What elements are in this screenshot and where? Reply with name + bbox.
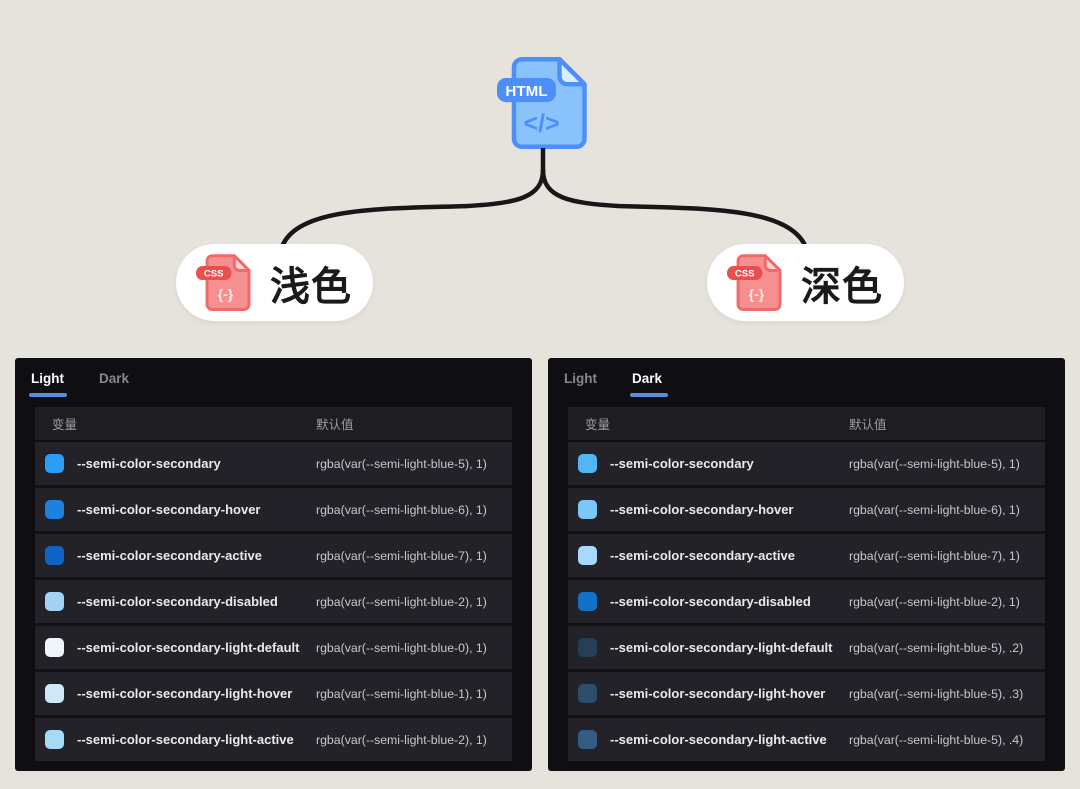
default-value: rgba(var(--semi-light-blue-5), .2) [849, 640, 1024, 655]
variable-name: --semi-color-secondary-disabled [610, 594, 811, 609]
color-swatch [578, 500, 597, 519]
tab-bar: Light Dark [15, 358, 532, 405]
table-row: --semi-color-secondary-hover rgba(var(--s… [568, 488, 1045, 531]
variable-name: --semi-color-secondary [610, 456, 754, 471]
html-file-icon: HTML </> [497, 57, 587, 149]
code-glyph: </> [524, 110, 560, 138]
color-swatch [578, 730, 597, 749]
tab-light[interactable]: Light [562, 371, 600, 405]
color-swatch [578, 684, 597, 703]
variable-name: --semi-color-secondary-light-default [610, 640, 833, 655]
table-header: 变量 默认值 [35, 407, 512, 440]
variable-name: --semi-color-secondary [77, 456, 221, 471]
column-header-variable: 变量 [585, 418, 611, 432]
tab-label: Dark [99, 371, 130, 386]
table-row: --semi-color-secondary rgba(var(--semi-li… [568, 442, 1045, 485]
variable-name: --semi-color-secondary-light-active [610, 732, 827, 747]
column-header-variable: 变量 [52, 418, 78, 432]
color-swatch [45, 546, 64, 565]
svg-text:{-}: {-} [749, 286, 765, 302]
light-badge-label: 浅色 [270, 264, 352, 309]
table-row: --semi-color-secondary-light-hover rgba(v… [35, 672, 512, 715]
color-swatch [45, 500, 64, 519]
default-value: rgba(var(--semi-light-blue-7), 1) [316, 548, 487, 563]
default-value: rgba(var(--semi-light-blue-1), 1) [316, 686, 487, 701]
active-tab-underline [630, 393, 668, 397]
default-value: rgba(var(--semi-light-blue-5), .3) [849, 686, 1024, 701]
variable-name: --semi-color-secondary-light-default [77, 640, 300, 655]
table-row: --semi-color-secondary-hover rgba(var(--s… [35, 488, 512, 531]
color-swatch [45, 592, 64, 611]
dark-theme-panel: Light Dark 变量 默认值 --semi-color-secondary r… [548, 358, 1065, 771]
tab-label: Dark [632, 371, 663, 386]
light-theme-panel: Light Dark 变量 默认值 --semi-color-secondary r… [15, 358, 532, 771]
tab-dark[interactable]: Dark [97, 371, 135, 405]
variable-name: --semi-color-secondary-disabled [77, 594, 278, 609]
table-row: --semi-color-secondary-disabled rgba(var(… [35, 580, 512, 623]
default-value: rgba(var(--semi-light-blue-2), 1) [316, 732, 487, 747]
dark-css-badge: CSS {-} 深色 [707, 244, 904, 321]
tab-bar: Light Dark [548, 358, 1065, 405]
table-row: --semi-color-secondary-light-hover rgba(v… [568, 672, 1045, 715]
variable-name: --semi-color-secondary-light-active [77, 732, 294, 747]
token-table: 变量 默认值 --semi-color-secondary rgba(var(--… [35, 407, 512, 761]
default-value: rgba(var(--semi-light-blue-2), 1) [849, 594, 1020, 609]
tab-label: Light [31, 371, 64, 386]
column-header-default-value: 默认值 [849, 418, 887, 432]
color-swatch [45, 684, 64, 703]
variable-name: --semi-color-secondary-hover [77, 502, 261, 517]
color-swatch [578, 546, 597, 565]
default-value: rgba(var(--semi-light-blue-6), 1) [849, 502, 1020, 517]
variable-name: --semi-color-secondary-active [77, 548, 262, 563]
default-value: rgba(var(--semi-light-blue-6), 1) [316, 502, 487, 517]
default-value: rgba(var(--semi-light-blue-2), 1) [316, 594, 487, 609]
tab-light[interactable]: Light [29, 371, 67, 405]
default-value: rgba(var(--semi-light-blue-5), 1) [849, 456, 1020, 471]
table-row: --semi-color-secondary-light-active rgba(… [35, 718, 512, 761]
variable-name: --semi-color-secondary-active [610, 548, 795, 563]
color-swatch [45, 454, 64, 473]
dark-badge-label: 深色 [801, 264, 883, 309]
table-row: --semi-color-secondary-light-default rgba… [35, 626, 512, 669]
table-row: --semi-color-secondary-disabled rgba(var(… [568, 580, 1045, 623]
active-tab-underline [29, 393, 67, 397]
css-file-icon: CSS {-} [196, 253, 251, 311]
table-row: --semi-color-secondary-light-active rgba(… [568, 718, 1045, 761]
color-swatch [578, 638, 597, 657]
default-value: rgba(var(--semi-light-blue-5), .4) [849, 732, 1024, 747]
css-file-icon: CSS {-} [727, 253, 782, 311]
svg-text:{-}: {-} [218, 286, 234, 302]
html-badge-text: HTML [505, 83, 547, 100]
variable-name: --semi-color-secondary-hover [610, 502, 794, 517]
tab-label: Light [564, 371, 597, 386]
variable-name: --semi-color-secondary-light-hover [77, 686, 293, 701]
column-header-default-value: 默认值 [316, 418, 354, 432]
default-value: rgba(var(--semi-light-blue-0), 1) [316, 640, 487, 655]
svg-text:CSS: CSS [735, 268, 755, 279]
color-swatch [578, 454, 597, 473]
branch-connector [277, 148, 811, 257]
active-tab-underline [562, 393, 600, 397]
color-swatch [578, 592, 597, 611]
default-value: rgba(var(--semi-light-blue-7), 1) [849, 548, 1020, 563]
svg-text:CSS: CSS [204, 268, 224, 279]
color-swatch [45, 730, 64, 749]
variable-name: --semi-color-secondary-light-hover [610, 686, 826, 701]
table-header: 变量 默认值 [568, 407, 1045, 440]
table-row: --semi-color-secondary rgba(var(--semi-li… [35, 442, 512, 485]
table-row: --semi-color-secondary-active rgba(var(--… [35, 534, 512, 577]
theme-flow-diagram: HTML </> CSS {-} 浅色 CSS {-} 深色 [0, 0, 1080, 358]
table-row: --semi-color-secondary-light-default rgba… [568, 626, 1045, 669]
light-css-badge: CSS {-} 浅色 [176, 244, 373, 321]
active-tab-underline [97, 393, 135, 397]
table-row: --semi-color-secondary-active rgba(var(--… [568, 534, 1045, 577]
token-table: 变量 默认值 --semi-color-secondary rgba(var(--… [568, 407, 1045, 761]
default-value: rgba(var(--semi-light-blue-5), 1) [316, 456, 487, 471]
tab-dark[interactable]: Dark [630, 371, 668, 405]
color-swatch [45, 638, 64, 657]
